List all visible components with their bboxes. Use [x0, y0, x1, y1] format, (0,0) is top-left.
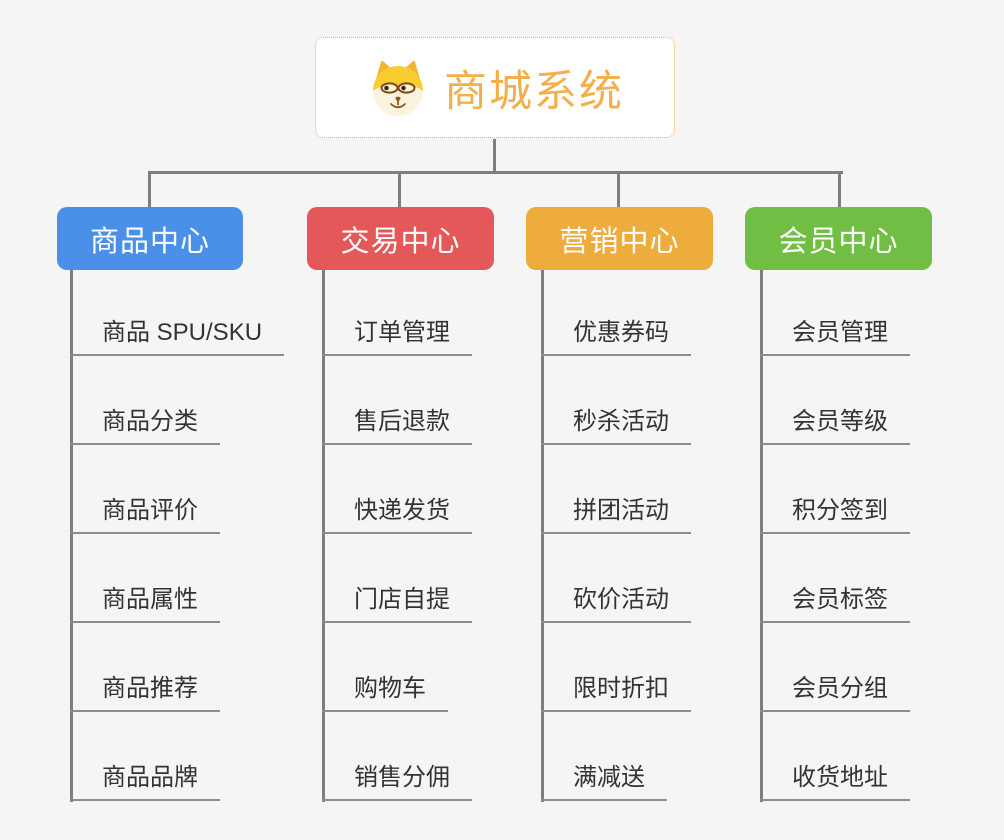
leaf-node[interactable]: 会员管理 [760, 318, 910, 356]
connector-line [838, 171, 841, 207]
connector-line [70, 270, 73, 802]
branch-label: 会员中心 [778, 225, 899, 258]
branch-label: 商品中心 [89, 225, 210, 258]
dog-face-icon [366, 59, 430, 117]
connector-line [148, 171, 843, 174]
connector-line [617, 171, 620, 207]
leaf-node[interactable]: 商品分类 [70, 407, 220, 445]
connector-line [398, 171, 401, 207]
connector-line [541, 270, 544, 802]
branch-node-trade-center[interactable]: 交易中心 [307, 207, 494, 270]
leaf-node[interactable]: 销售分佣 [322, 763, 472, 801]
leaf-node[interactable]: 秒杀活动 [541, 407, 691, 445]
leaf-node[interactable]: 会员等级 [760, 407, 910, 445]
branch-label: 交易中心 [340, 225, 461, 258]
leaf-node[interactable]: 会员分组 [760, 674, 910, 712]
leaf-node[interactable]: 购物车 [322, 674, 448, 712]
connector-line [760, 270, 763, 802]
branch-node-product-center[interactable]: 商品中心 [57, 207, 243, 270]
leaf-node[interactable]: 门店自提 [322, 585, 472, 623]
leaf-node[interactable]: 商品评价 [70, 496, 220, 534]
branch-label: 营销中心 [559, 225, 680, 258]
leaf-node[interactable]: 砍价活动 [541, 585, 691, 623]
branch-node-marketing-center[interactable]: 营销中心 [526, 207, 713, 270]
leaf-node[interactable]: 商品 SPU/SKU [70, 318, 285, 356]
leaf-node[interactable]: 满减送 [541, 763, 667, 801]
leaf-node[interactable]: 快递发货 [322, 496, 472, 534]
leaf-node[interactable]: 限时折扣 [541, 674, 691, 712]
leaf-node[interactable]: 商品推荐 [70, 674, 220, 712]
root-node[interactable]: 商城系统 [315, 37, 675, 138]
leaf-node[interactable]: 收货地址 [760, 763, 910, 801]
leaf-node[interactable]: 拼团活动 [541, 496, 691, 534]
root-title: 商城系统 [444, 67, 624, 116]
leaf-node[interactable]: 售后退款 [322, 407, 472, 445]
leaf-node[interactable]: 订单管理 [322, 318, 472, 356]
leaf-node[interactable]: 会员标签 [760, 585, 910, 623]
connector-line [322, 270, 325, 802]
leaf-node[interactable]: 优惠券码 [541, 318, 691, 356]
connector-line [148, 171, 151, 207]
branch-node-member-center[interactable]: 会员中心 [745, 207, 932, 270]
leaf-node[interactable]: 商品属性 [70, 585, 220, 623]
connector-line [493, 139, 496, 172]
leaf-node[interactable]: 商品品牌 [70, 763, 220, 801]
leaf-node[interactable]: 积分签到 [760, 496, 910, 534]
